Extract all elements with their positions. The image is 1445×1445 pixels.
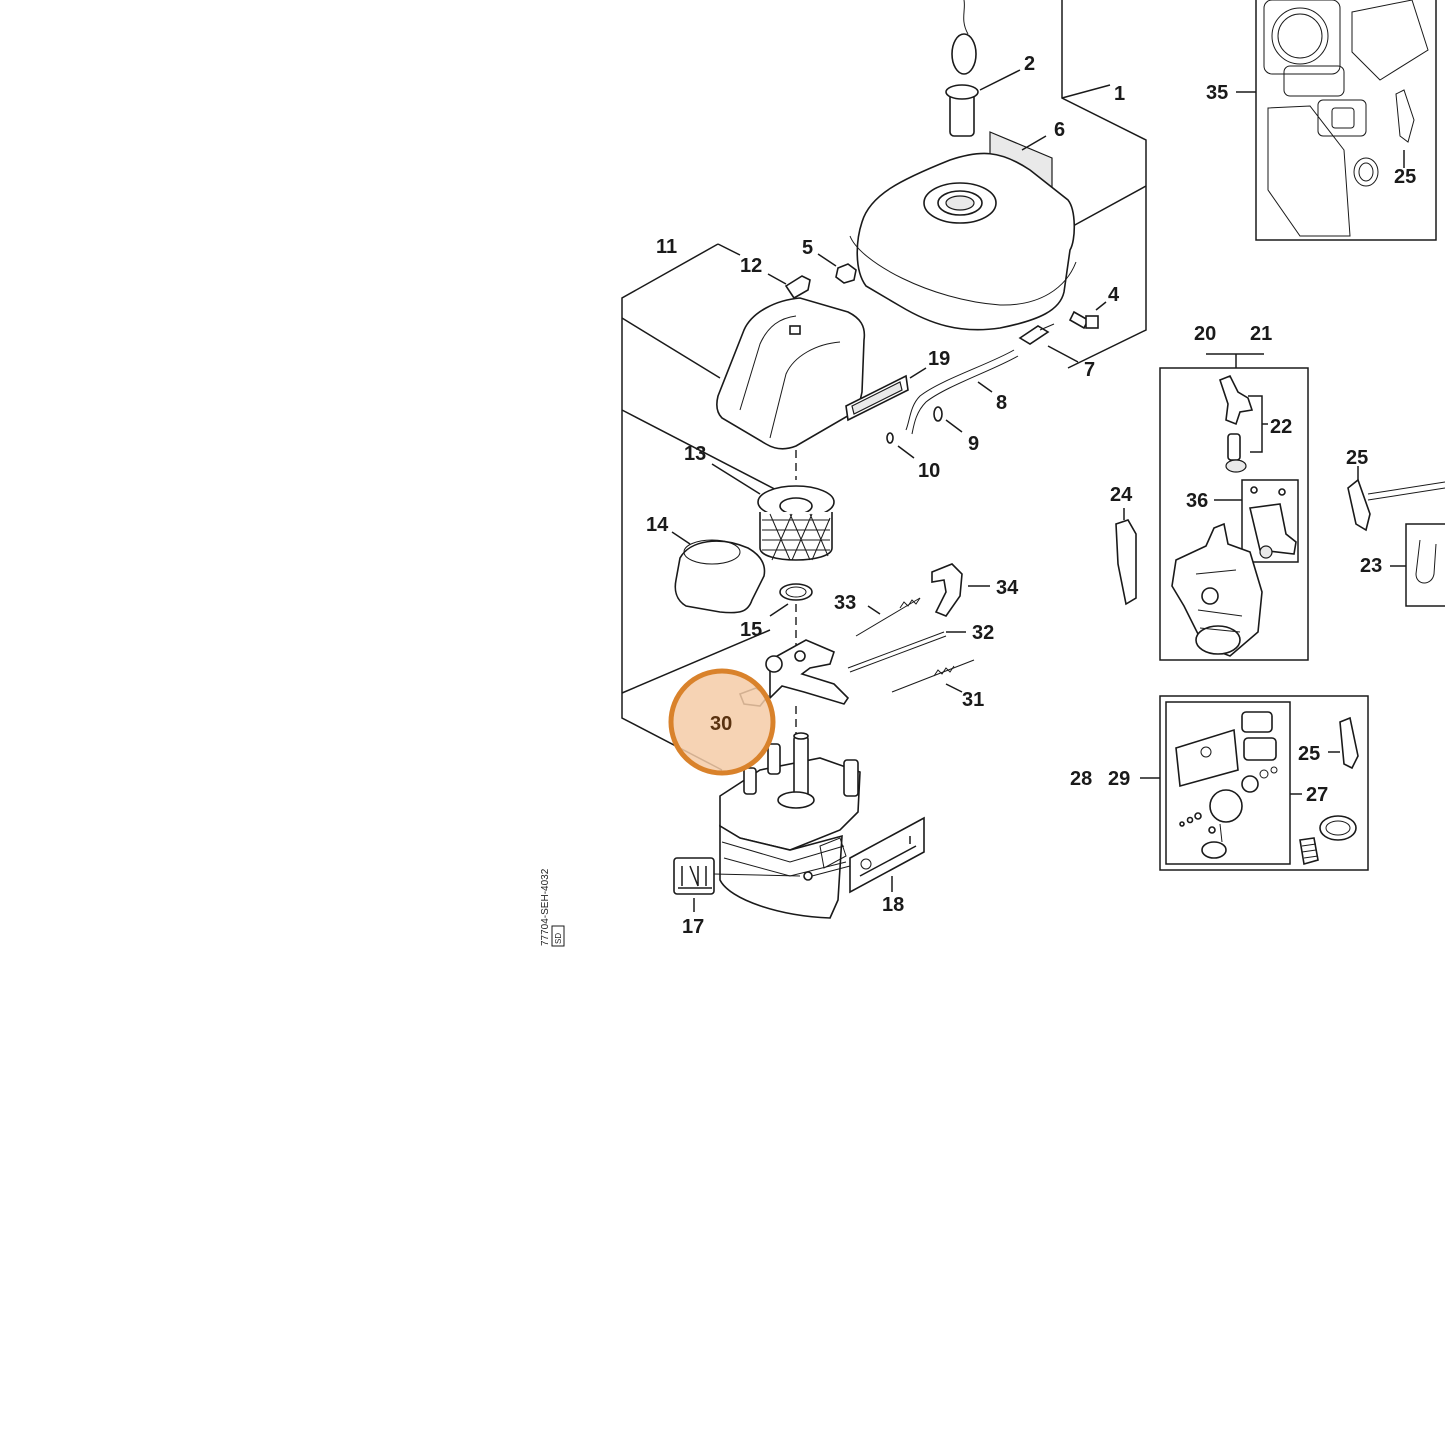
part-label-18[interactable]: 18 [882, 894, 904, 916]
part-label-8[interactable]: 8 [996, 392, 1007, 414]
part-label-9[interactable]: 9 [968, 433, 979, 455]
part-label-33[interactable]: 33 [834, 592, 856, 614]
part-label-29[interactable]: 29 [1108, 768, 1130, 790]
part-label-23[interactable]: 23 [1360, 555, 1382, 577]
governor-group [738, 563, 990, 707]
part-label-14[interactable]: 14 [646, 514, 669, 536]
part-label-1[interactable]: 1 [1114, 83, 1125, 105]
part-label-36[interactable]: 36 [1186, 490, 1208, 512]
part-label-25-mid[interactable]: 25 [1346, 447, 1368, 469]
part-label-17[interactable]: 17 [682, 916, 704, 938]
frame-lines [621, 0, 1147, 771]
part-label-13[interactable]: 13 [684, 443, 706, 465]
part-label-24[interactable]: 24 [1110, 484, 1133, 506]
part-label-10[interactable]: 10 [918, 460, 940, 482]
part-label-28[interactable]: 28 [1070, 768, 1092, 790]
part-label-22[interactable]: 22 [1270, 416, 1292, 438]
part-label-30[interactable]: 30 [710, 713, 732, 735]
part-label-5[interactable]: 5 [802, 237, 813, 259]
part-label-7[interactable]: 7 [1084, 359, 1095, 381]
part-label-20[interactable]: 20 [1194, 323, 1216, 345]
part-labels: 2 1 6 35 25 11 12 5 4 20 21 19 7 8 22 9 … [646, 53, 1416, 938]
part-label-19[interactable]: 19 [928, 348, 950, 370]
engine-block-group [673, 732, 925, 919]
part-label-6[interactable]: 6 [1054, 119, 1065, 141]
right-edge-parts [1347, 466, 1445, 607]
part-label-4[interactable]: 4 [1108, 284, 1120, 306]
drawing-code-text: 77704-SEH-4032 [540, 868, 551, 946]
part-label-2[interactable]: 2 [1024, 53, 1035, 75]
gasket-set-box [1140, 695, 1369, 871]
drawing-code: 77704-SEH-4032 SD [540, 868, 565, 947]
air-cleaner-group [671, 273, 927, 740]
part-label-12[interactable]: 12 [740, 255, 762, 277]
part-label-32[interactable]: 32 [972, 622, 994, 644]
part-label-35[interactable]: 35 [1206, 82, 1228, 104]
part-label-34[interactable]: 34 [996, 577, 1019, 599]
part-label-25-top[interactable]: 25 [1394, 166, 1416, 188]
part-label-31[interactable]: 31 [962, 689, 984, 711]
gasket-kit-box [1236, 0, 1437, 241]
part-label-21[interactable]: 21 [1250, 323, 1272, 345]
part-label-25-low[interactable]: 25 [1298, 743, 1320, 765]
part-label-27[interactable]: 27 [1306, 784, 1328, 806]
highlight-circle[interactable] [668, 668, 776, 776]
drawing-code-box-text: SD [554, 933, 563, 944]
highlight-marker: 30 [668, 668, 776, 776]
part-label-11[interactable]: 11 [656, 236, 677, 258]
carburetor-group [1115, 353, 1309, 661]
part-label-15[interactable]: 15 [740, 619, 762, 641]
fuel-tank-group [817, 0, 1107, 459]
